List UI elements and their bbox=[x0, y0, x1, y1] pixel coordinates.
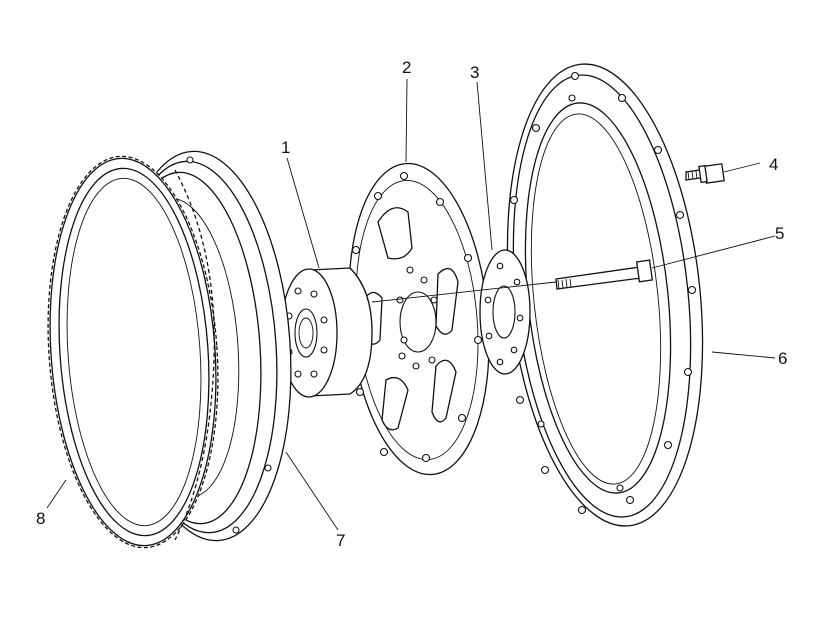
part-6-bolt-holes bbox=[509, 71, 697, 515]
leader-5 bbox=[651, 235, 776, 269]
callout-3: 3 bbox=[470, 63, 479, 82]
callout-1: 1 bbox=[281, 138, 290, 157]
part-6-housing-ring bbox=[506, 63, 704, 527]
part-3-washer bbox=[479, 249, 531, 375]
leader-8 bbox=[46, 479, 67, 509]
callout-7: 7 bbox=[336, 531, 345, 550]
callout-6: 6 bbox=[778, 349, 787, 368]
leader-7 bbox=[285, 451, 339, 531]
part-1-hub bbox=[280, 267, 373, 398]
leader-3 bbox=[476, 81, 493, 251]
assembly-axis-line bbox=[371, 281, 557, 303]
callout-4: 4 bbox=[769, 155, 778, 174]
leader-2 bbox=[405, 78, 408, 163]
part-2-holes bbox=[351, 171, 483, 463]
part-8-ring-gear bbox=[47, 155, 219, 549]
leader-lines bbox=[46, 78, 776, 531]
callout-5: 5 bbox=[775, 224, 784, 243]
part-4-bolt bbox=[685, 163, 725, 184]
part-5-long-bolt bbox=[555, 259, 654, 290]
leader-6 bbox=[711, 351, 776, 359]
callout-2: 2 bbox=[402, 58, 411, 77]
part-2-cutouts bbox=[363, 207, 459, 431]
part-2-flex-plate bbox=[348, 162, 490, 476]
leader-4 bbox=[723, 162, 761, 173]
leader-1 bbox=[286, 157, 320, 269]
callout-8: 8 bbox=[36, 509, 45, 528]
